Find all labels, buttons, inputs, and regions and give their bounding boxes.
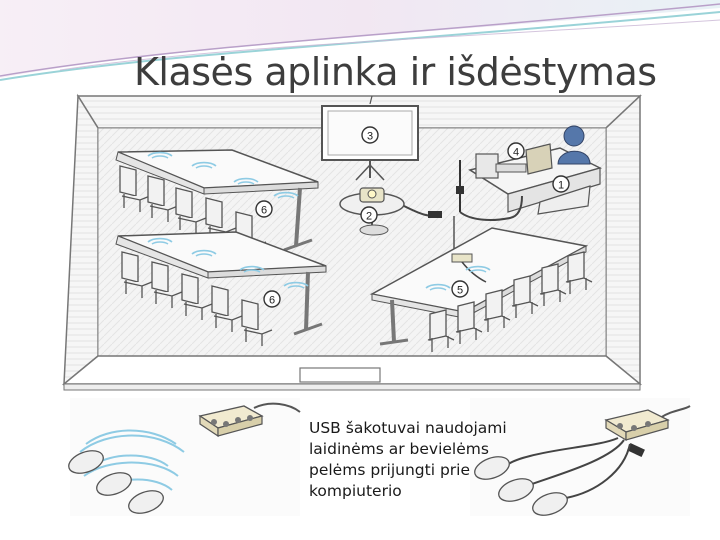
wireless-usb-hub-illustration (68, 398, 301, 516)
left-rear-table (115, 231, 327, 336)
marker-1-label: 1 (558, 180, 564, 192)
marker-4: 4 (507, 142, 525, 160)
caption-line: laidinėms ar bevielėms (309, 440, 489, 458)
caption-line: USB šakotuvai naudojami (309, 419, 507, 437)
marker-4-label: 4 (513, 147, 519, 159)
teacher-station (453, 125, 603, 261)
marker-6-rear-label: 6 (269, 295, 275, 307)
marker-6-front: 6 (255, 200, 273, 218)
left-rear-chairs (121, 251, 273, 346)
left-front-table (115, 149, 319, 252)
marker-3: 3 (361, 126, 379, 144)
marker-2: 2 (360, 206, 378, 224)
caption-line: kompiuterio (309, 482, 402, 500)
marker-3-label: 3 (367, 131, 373, 143)
right-chairs (427, 251, 593, 352)
header-swoosh-decoration (0, 0, 720, 81)
usb-hub-caption: USB šakotuvai naudojami laidinėms ar bev… (309, 418, 519, 502)
marker-5: 5 (451, 280, 469, 298)
projector (339, 187, 442, 236)
marker-6-rear: 6 (263, 290, 281, 308)
wireless-waves (425, 265, 491, 291)
marker-6-front-label: 6 (261, 205, 267, 217)
marker-5-label: 5 (457, 285, 463, 297)
marker-2-label: 2 (366, 211, 372, 223)
slide-title: Klasės aplinka ir išdėstymas (134, 50, 657, 94)
wireless-waves (147, 237, 309, 289)
wireless-waves (147, 151, 299, 199)
wired-usb-hub-illustration (470, 398, 691, 516)
wireless-mouse-icons (68, 450, 164, 514)
wired-mouse-icons (474, 456, 568, 516)
caption-line: pelėms prijungti prie (309, 461, 470, 479)
marker-1: 1 (552, 175, 570, 193)
